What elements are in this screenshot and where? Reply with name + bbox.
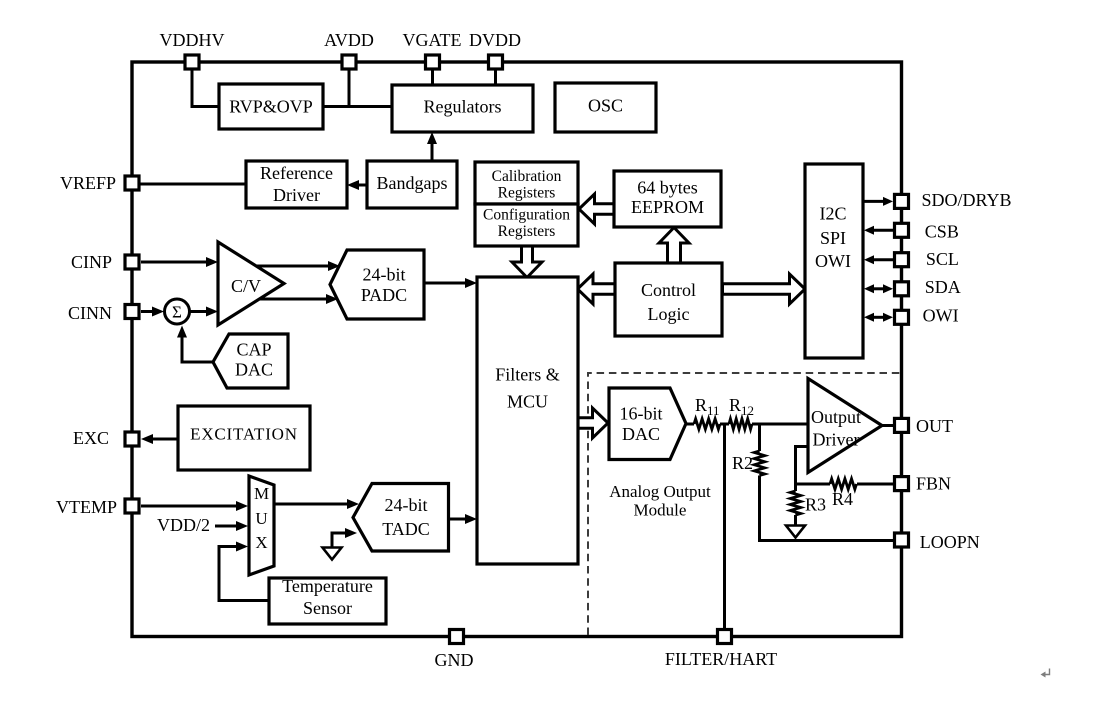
- svg-text:SDO/DRYB: SDO/DRYB: [922, 190, 1012, 210]
- svg-text:Calibration: Calibration: [492, 168, 562, 185]
- svg-text:Temperature: Temperature: [282, 576, 373, 596]
- svg-text:DAC: DAC: [622, 424, 660, 444]
- svg-text:EXC: EXC: [73, 428, 109, 448]
- svg-text:CINN: CINN: [68, 303, 112, 323]
- svg-text:Module: Module: [634, 501, 687, 520]
- svg-text:M: M: [254, 484, 269, 503]
- svg-text:CAP: CAP: [236, 340, 271, 360]
- svg-text:Sensor: Sensor: [303, 598, 352, 618]
- svg-text:Analog Output: Analog Output: [609, 482, 711, 501]
- svg-text:Logic: Logic: [648, 304, 690, 324]
- svg-text:Registers: Registers: [498, 223, 556, 240]
- svg-text:MCU: MCU: [507, 392, 548, 412]
- svg-text:OWI: OWI: [815, 251, 851, 271]
- svg-text:16-bit: 16-bit: [620, 404, 663, 424]
- svg-text:DVDD: DVDD: [469, 30, 521, 50]
- svg-text:CSB: CSB: [925, 222, 959, 242]
- svg-text:AVDD: AVDD: [324, 30, 374, 50]
- svg-text:VREFP: VREFP: [60, 173, 116, 193]
- svg-text:EEPROM: EEPROM: [631, 197, 704, 217]
- svg-text:SPI: SPI: [820, 228, 846, 248]
- svg-text:C/V: C/V: [231, 276, 261, 296]
- svg-text:LOOPN: LOOPN: [920, 532, 980, 552]
- svg-text:R4: R4: [832, 489, 853, 509]
- svg-text:Bandgaps: Bandgaps: [377, 173, 448, 193]
- svg-text:Reference: Reference: [260, 163, 333, 183]
- svg-text:Configuration: Configuration: [483, 207, 570, 224]
- svg-text:OUT: OUT: [916, 416, 953, 436]
- svg-text:Driver: Driver: [273, 185, 320, 205]
- svg-text:OSC: OSC: [588, 96, 623, 116]
- svg-text:PADC: PADC: [361, 285, 407, 305]
- svg-text:Σ: Σ: [172, 303, 182, 322]
- svg-text:RVP&OVP: RVP&OVP: [229, 97, 313, 117]
- svg-text:OWI: OWI: [923, 306, 959, 326]
- svg-text:64 bytes: 64 bytes: [637, 178, 698, 198]
- svg-text:Control: Control: [641, 280, 696, 300]
- svg-text:VDDHV: VDDHV: [160, 30, 225, 50]
- svg-text:SDA: SDA: [925, 277, 961, 297]
- svg-text:Driver: Driver: [813, 430, 860, 450]
- svg-text:X: X: [255, 533, 267, 552]
- svg-text:24-bit: 24-bit: [363, 265, 406, 285]
- svg-text:FBN: FBN: [916, 474, 951, 494]
- svg-text:R2: R2: [732, 453, 753, 473]
- svg-text:Regulators: Regulators: [424, 97, 502, 117]
- svg-text:GND: GND: [435, 650, 474, 670]
- svg-text:DAC: DAC: [235, 360, 273, 380]
- svg-text:24-bit: 24-bit: [385, 495, 428, 515]
- svg-text:U: U: [255, 509, 267, 528]
- svg-text:EXCITATION: EXCITATION: [190, 425, 298, 444]
- svg-text:TADC: TADC: [382, 519, 430, 539]
- svg-text:SCL: SCL: [926, 249, 959, 269]
- svg-text:CINP: CINP: [71, 252, 112, 272]
- svg-text:Filters &: Filters &: [495, 365, 560, 385]
- svg-text:VDD/2: VDD/2: [157, 515, 210, 535]
- svg-text:VGATE: VGATE: [403, 30, 462, 50]
- svg-text:Output: Output: [811, 407, 861, 427]
- svg-text:R3: R3: [805, 495, 826, 515]
- svg-text:I2C: I2C: [820, 204, 847, 224]
- svg-text:FILTER/HART: FILTER/HART: [665, 649, 777, 669]
- svg-text:VTEMP: VTEMP: [56, 497, 117, 517]
- svg-text:Registers: Registers: [498, 185, 556, 202]
